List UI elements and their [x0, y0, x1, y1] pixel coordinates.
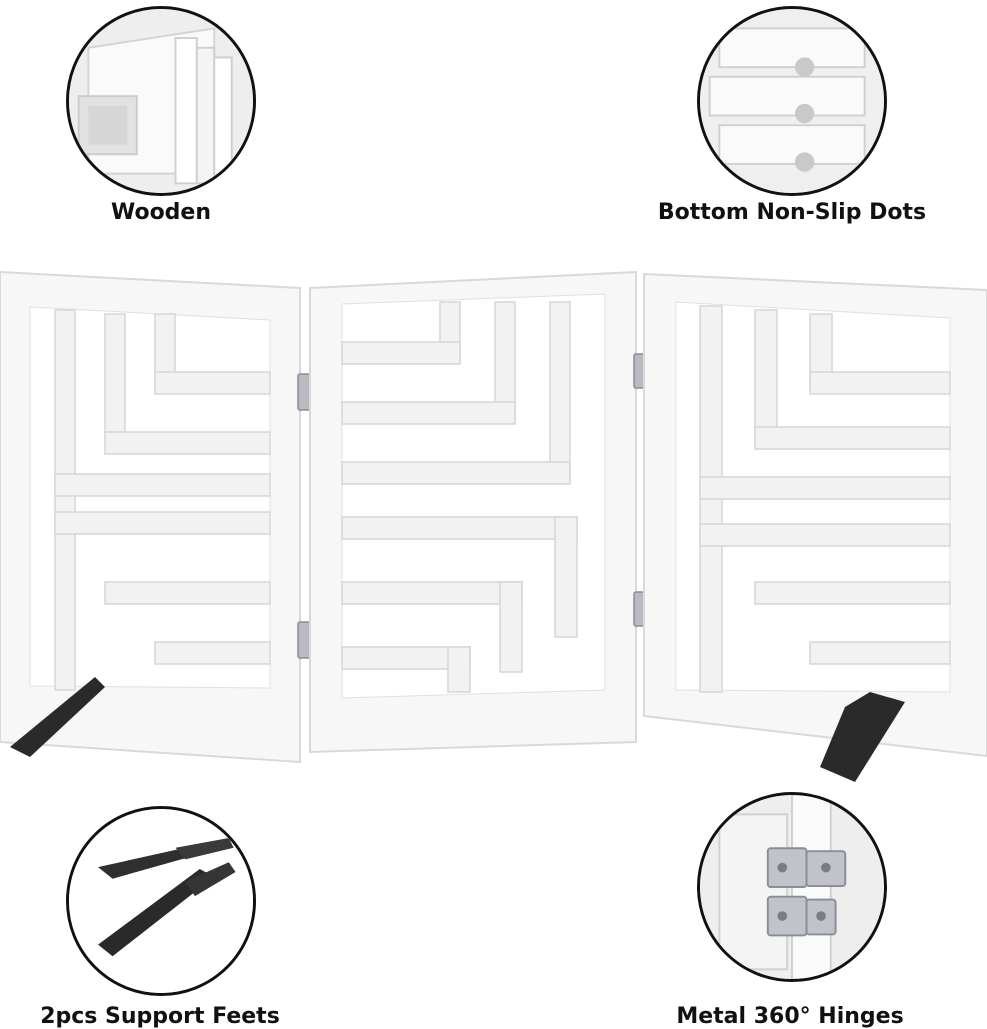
wood-layers-icon	[69, 9, 253, 193]
right-panel	[643, 272, 987, 782]
metal-hinges-circle	[697, 792, 887, 982]
right-support-foot	[820, 692, 905, 782]
wooden-label: Wooden	[110, 200, 212, 225]
three-panel-fence	[0, 270, 987, 782]
non-slip-dots-icon	[700, 9, 884, 193]
right-hinges	[633, 353, 645, 627]
non-slip-dots-label: Bottom Non-Slip Dots	[657, 200, 927, 225]
support-feet-icon	[69, 809, 253, 993]
wooden-detail-circle	[66, 6, 256, 196]
left-support-foot	[10, 677, 105, 757]
hinge-icon	[700, 795, 884, 979]
left-hinges	[297, 373, 311, 659]
middle-panel	[309, 270, 637, 754]
left-panel	[0, 270, 301, 764]
metal-hinges-label: Metal 360° Hinges	[676, 1004, 904, 1029]
support-feet-label: 2pcs Support Feets	[40, 1004, 280, 1029]
support-feet-circle	[66, 806, 256, 996]
non-slip-dots-circle	[697, 6, 887, 196]
